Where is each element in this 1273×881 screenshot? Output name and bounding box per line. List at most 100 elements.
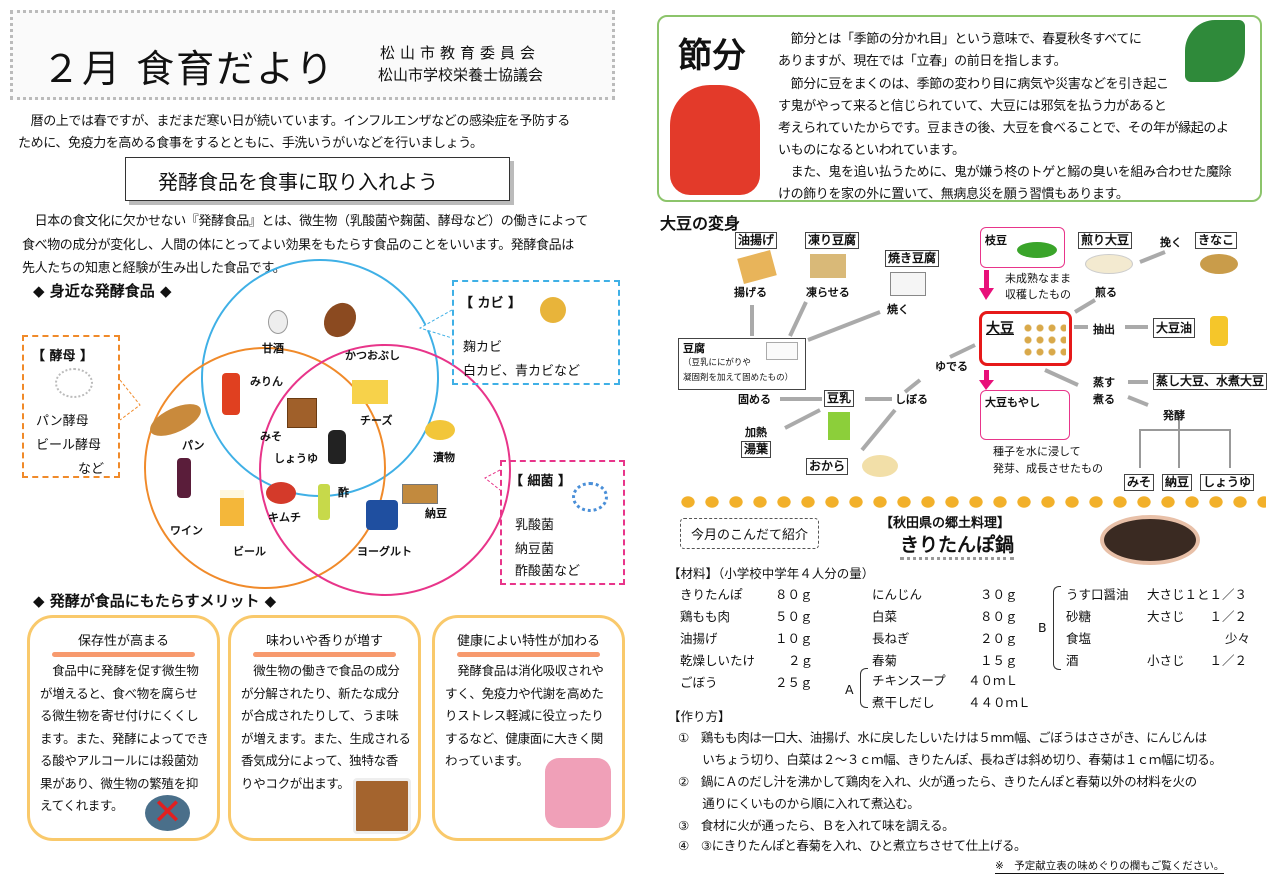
bacteria-circle [259,344,511,596]
label-katameru: 固める [738,393,771,406]
tofu-note: 凝固剤を加えて固めたもの） [683,373,794,383]
materials-title: 【材料】（小学校中学年４人分の量） [668,566,875,581]
label-moyashi1: 種子を水に浸して [993,445,1081,458]
ingredient-qty: ８０ｇ [775,587,813,602]
food-label: みそ [260,430,282,443]
food-label: 甘酒 [262,342,284,355]
food-label: 酢 [338,486,349,499]
ingredient-qty: １５ｇ [980,653,1018,668]
tofu-label: 豆腐 [683,342,705,355]
dish-name: きりたんぽ鍋 [900,530,1015,560]
bacteria-item: 納豆菌 [515,542,555,557]
setsubun-line: 節分とは「季節の分かれ目」という意味で、春夏秋冬すべてに [778,32,1142,47]
merit-card: 味わいや香りが増す 微生物の働きで食品の成分 が分解されたり、新たな成分 が合成… [228,615,421,841]
box-kinako: きなこ [1195,232,1238,249]
bacteria-callout [484,469,501,491]
ingredient-qty: ８０ｇ [980,609,1018,624]
box-aburaage: 油揚げ [735,232,778,249]
box-daizu [979,311,1072,366]
edamame-img [1017,242,1057,258]
setsubun-title: 節分 [678,36,746,76]
ingredient-name: きりたんぽ [680,587,743,602]
soy-sauce-img [328,430,346,464]
okara-img [862,455,898,477]
label-hiku: 挽く [1160,236,1182,249]
food-label: パン [182,439,205,452]
box-shoyu: しょうゆ [1200,474,1255,491]
label-moyashi2: 発芽、成長させたもの [993,462,1103,475]
yogurt-img [366,500,398,530]
bacteria-item: 乳酸菌 [515,518,555,533]
familiar-heading: ◆ 身近な発酵食品 ◆ [33,282,172,300]
label-hakko: 発酵 [1163,409,1185,422]
bacteria-icon [572,482,608,512]
yeast-callout [119,379,141,421]
label-chushutsu: 抽出 [1093,323,1115,336]
box-miso: みそ [1124,474,1155,491]
setsubun-line: いものになるといわれています。 [778,143,965,158]
ingredient-name: 鶏もも肉 [680,609,731,624]
moyashi-label: 大豆もやし [985,396,1040,409]
food-label: 漬物 [433,451,455,464]
intro-line-2: ために、免疫力を高める食事をするとともに、手洗いうがいなどを行いましょう。 [18,136,483,151]
vinegar-img [318,484,330,520]
food-label: みりん [250,375,283,388]
yeast-icon [55,368,93,398]
ingredient-name: 煮干しだし [872,695,935,710]
box-yuba: 湯葉 [741,441,772,458]
miso-img [287,398,317,428]
label-ageru: 揚げる [734,286,767,299]
step-line: ③ 食材に火が通ったら、Ｂを入れて味を調える。 [678,818,955,833]
box-okara: おから [806,458,849,475]
ingredient-name: 油揚げ [680,631,718,646]
setsubun-line: す鬼がやって来ると信じられていて、大豆には邪気を払う力があると [778,99,1167,114]
merit-heading: ◆ 発酵が食品にもたらすメリット ◆ [33,592,277,610]
oni-img [670,85,760,195]
kiritanpo-nabe-img [1100,515,1200,565]
merit-underline [457,652,600,657]
dish-region: 【秋田県の郷土料理】 [880,516,1011,531]
bacteria-box [500,460,625,585]
hiiragi-iwashi-img [1185,20,1245,82]
setsubun-box [657,15,1262,202]
seasoning-name: 酒 [1066,653,1079,668]
daizu-label: 大豆 [986,321,1014,337]
step-line: いちょう切り、白菜は２～３ｃｍ幅、きりたんぽ、長ねぎは斜め切り、春菊は１ｃｍ幅に… [678,752,1222,767]
ingredient-name: にんじん [872,587,923,602]
oil-img [1210,316,1228,346]
merit-text: 食品中に発酵を促す微生物 が増えると、食べ物を腐らせ る微生物を寄せ付けにくくし… [40,663,209,813]
ingredient-name: ごぼう [680,675,718,690]
soybeans-img [1022,322,1066,360]
box-moyashi [980,390,1070,440]
box-yakidofu: 焼き豆腐 [885,250,940,267]
label-edamame1: 未成熟なまま [1005,272,1071,285]
merit-title: 味わいや香りが増す [265,634,383,649]
org-name-1: 松山市教育委員会 [380,44,541,62]
tofu-img [766,342,798,360]
seasoning-qty: 大さじ１と１／３ [1147,587,1248,602]
food-label: 納豆 [425,507,447,520]
seasoning-qty: 大さじ １／２ [1147,609,1248,624]
step-line: ④ ③にきりたんぽと春菊を入れ、ひと煮立ちさせて仕上げる。 [678,838,1027,853]
newsletter-title: ２月 食育だより [42,47,336,91]
merit-underline [52,652,195,657]
ingredient-name: 春菊 [872,653,898,668]
kinako-img [1200,254,1238,274]
mold-item: 白カビ、青カビなど [463,364,581,379]
mirin-img [222,373,240,415]
yeast-box [22,335,120,478]
step-line: ① 鶏もも肉は一口大、油揚げ、水に戻したしいたけは５mm幅、ごぼうはささがき、に… [678,730,1207,745]
merit-card: 健康によい特性が加わる 発酵食品は消化吸収されや すく、免疫力や代謝を高めた り… [432,615,625,841]
ingredient-qty: １０ｇ [775,631,813,646]
ingredient-qty: ３０ｇ [980,587,1018,602]
ingredient-qty: ２５ｇ [775,675,813,690]
seasoning-name: うす口醤油 [1066,587,1129,602]
cheese-img [352,380,388,404]
org-name-2: 松山市学校栄養士協議会 [378,66,544,84]
wine-img [177,458,191,498]
merit-text: 微生物の働きで食品の成分 が分解されたり、新たな成分 が合成されたりして、うま味… [241,663,411,791]
seasoning-qty: 少々 [1225,631,1251,646]
pickles-img [425,420,455,440]
food-label: ビール [233,545,266,558]
